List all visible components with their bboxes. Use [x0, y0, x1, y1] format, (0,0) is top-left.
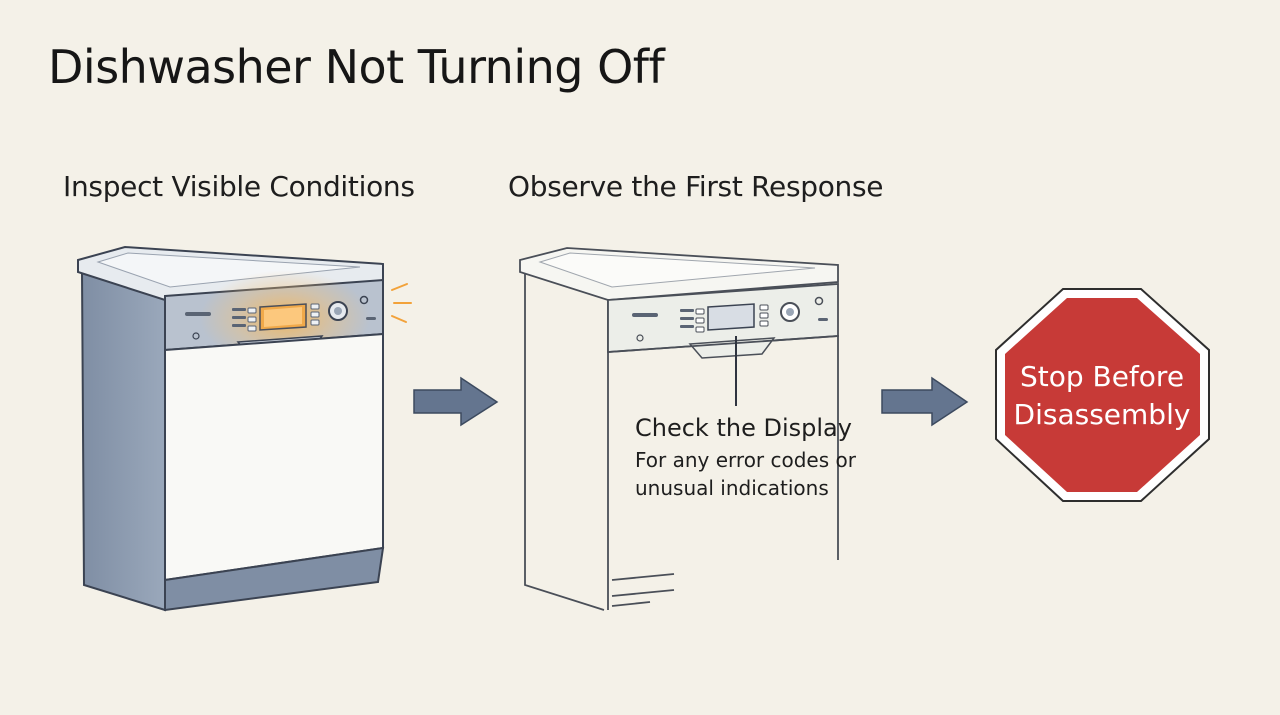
stop-sign-icon [995, 288, 1210, 502]
page-title: Dishwasher Not Turning Off [48, 40, 665, 94]
dishwasher-1-icon [77, 245, 412, 612]
dishwasher-2-icon [519, 247, 839, 611]
arrow-right-icon [881, 376, 969, 427]
step-2-heading: Observe the First Response [508, 170, 884, 203]
step-1-heading: Inspect Visible Conditions [63, 170, 415, 203]
stop-sign-label: Stop Before Disassembly [1013, 360, 1191, 431]
callout-title: Check the Display [635, 414, 852, 442]
callout-body: For any error codes or unusual indicatio… [635, 448, 856, 500]
arrow-right-icon [413, 376, 499, 427]
display-callout: Check the Display For any error codes or… [635, 414, 865, 502]
